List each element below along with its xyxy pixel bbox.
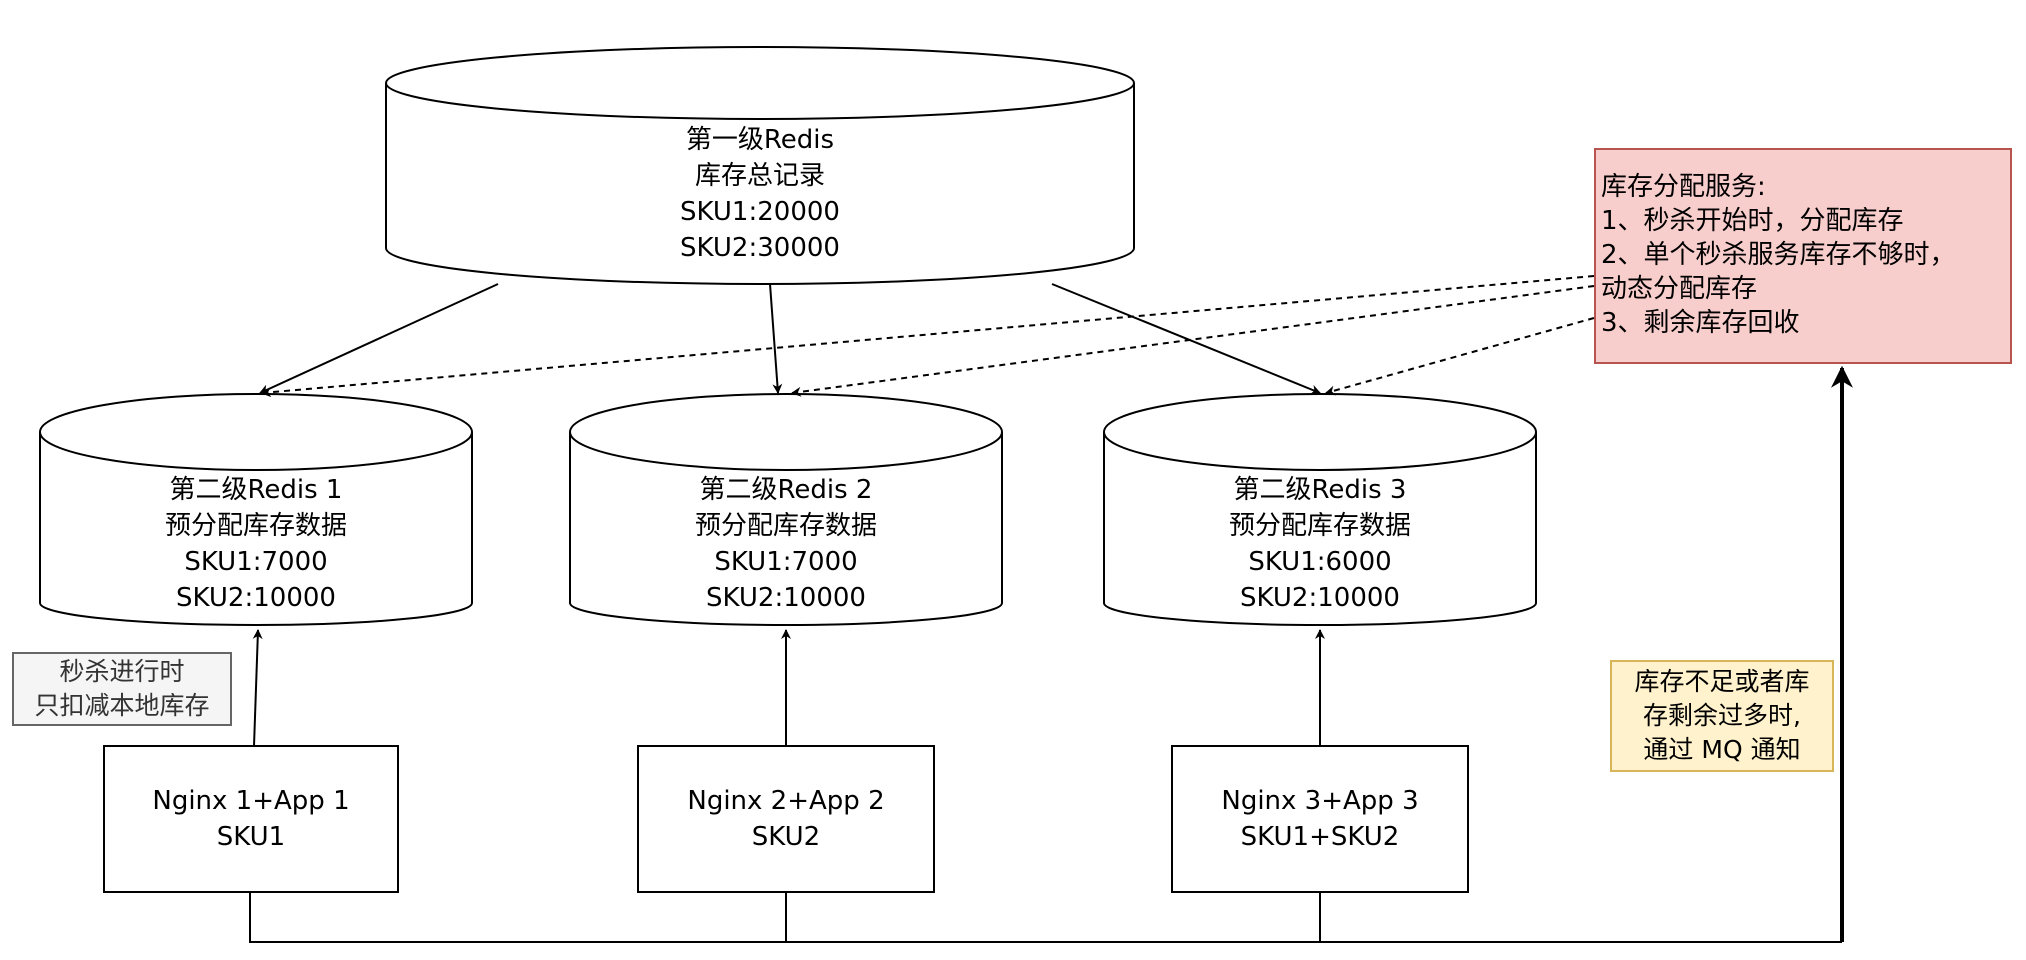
seckill-note-line-1: 秒杀进行时 (59, 657, 185, 686)
app-box-1 (103, 745, 399, 893)
redis-cylinder-3 (1103, 393, 1537, 626)
redis-2-title: 第二级Redis 2 (699, 475, 873, 505)
mq-bus-line (249, 892, 1842, 943)
redis-cylinder-2 (569, 393, 1003, 626)
arrow-top-to-redis-1 (259, 283, 499, 394)
arrow-top-to-redis-3 (1051, 283, 1321, 395)
app-1-label: Nginx 1+App 1 SKU1 (104, 746, 398, 892)
mq-note: 库存不足或者库 存剩余过多时, 通过 MQ 通知 (1610, 660, 1834, 772)
app-2-sku: SKU2 (751, 822, 821, 852)
app-3-title: Nginx 3+App 3 (1221, 786, 1419, 816)
dashed-arrow-service-to-redis-3 (1325, 317, 1595, 396)
allocation-service-box: 库存分配服务: 1、秒杀开始时，分配库存 2、单个秒杀服务库存不够时， 动态分配… (1594, 148, 2012, 364)
redis-1-sku1: SKU1:7000 (184, 547, 328, 577)
top-redis-label: 第一级Redis 库存总记录 SKU1:20000 SKU2:30000 (386, 120, 1134, 268)
top-redis-sku1: SKU1:20000 (680, 197, 840, 227)
mq-note-line-3: 通过 MQ 通知 (1643, 735, 1801, 764)
top-redis-subtitle: 库存总记录 (694, 161, 825, 191)
mq-note-line-1: 库存不足或者库 (1634, 667, 1810, 696)
redis-cylinder-1 (39, 393, 473, 626)
top-redis-cylinder (385, 46, 1135, 285)
dashed-arrow-service-to-redis-2 (791, 285, 1595, 397)
allocation-service-line-4: 3、剩余库存回收 (1601, 308, 1800, 338)
app-2-label: Nginx 2+App 2 SKU2 (638, 746, 934, 892)
redis-3-sku1: SKU1:6000 (1248, 547, 1392, 577)
app-1-title: Nginx 1+App 1 (152, 786, 350, 816)
mq-note-line-2: 存剩余过多时, (1643, 701, 1801, 730)
app-2-title: Nginx 2+App 2 (687, 786, 885, 816)
app-box-2 (637, 745, 935, 893)
seckill-note: 秒杀进行时 只扣减本地库存 (12, 652, 232, 726)
app-3-sku: SKU1+SKU2 (1240, 822, 1400, 852)
redis-1-title: 第二级Redis 1 (169, 475, 343, 505)
arrow-top-to-redis-2 (769, 283, 783, 394)
redis-2-sku2: SKU2:10000 (706, 583, 866, 613)
redis-1-sku2: SKU2:10000 (176, 583, 336, 613)
redis-2-sku1: SKU1:7000 (714, 547, 858, 577)
app-box-3 (1171, 745, 1469, 893)
redis-2-label: 第二级Redis 2 预分配库存数据 SKU1:7000 SKU2:10000 (570, 470, 1002, 618)
allocation-service-line-1: 1、秒杀开始时，分配库存 (1601, 206, 1904, 236)
top-redis-sku2: SKU2:30000 (680, 233, 840, 263)
app-1-sku: SKU1 (216, 822, 286, 852)
app-3-label: Nginx 3+App 3 SKU1+SKU2 (1172, 746, 1468, 892)
top-redis-title: 第一级Redis (685, 125, 835, 155)
dashed-arrow-service-to-redis-1 (261, 275, 1595, 398)
seckill-note-line-2: 只扣减本地库存 (34, 691, 210, 720)
arrow-app-1-to-redis-1 (252, 629, 263, 747)
redis-2-subtitle: 预分配库存数据 (694, 511, 877, 541)
redis-3-subtitle: 预分配库存数据 (1228, 511, 1411, 541)
redis-3-title: 第二级Redis 3 (1233, 475, 1407, 505)
redis-1-subtitle: 预分配库存数据 (164, 511, 347, 541)
allocation-service-title: 库存分配服务: (1601, 172, 1766, 202)
redis-3-label: 第二级Redis 3 预分配库存数据 SKU1:6000 SKU2:10000 (1104, 470, 1536, 618)
redis-1-label: 第二级Redis 1 预分配库存数据 SKU1:7000 SKU2:10000 (40, 470, 472, 618)
redis-3-sku2: SKU2:10000 (1240, 583, 1400, 613)
allocation-service-line-3: 动态分配库存 (1601, 274, 1758, 304)
allocation-service-line-2: 2、单个秒杀服务库存不够时， (1601, 240, 1956, 270)
